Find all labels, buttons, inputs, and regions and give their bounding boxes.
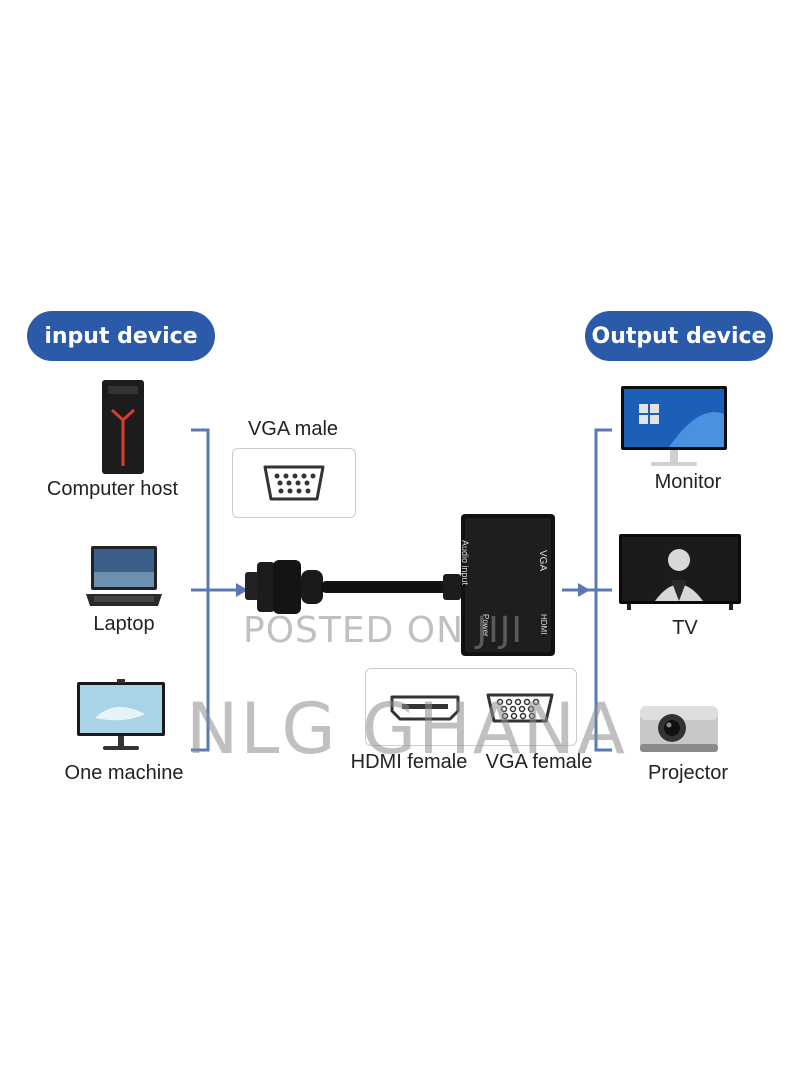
projector-label: Projector <box>647 762 729 784</box>
output-device-header: Output device <box>585 311 773 361</box>
hdmi-port-icon <box>390 695 460 721</box>
monitor-icon <box>619 384 729 475</box>
adapter-vga-label: VGA <box>537 550 548 572</box>
one-machine-label: One machine <box>64 762 184 784</box>
tv-label: TV <box>672 617 698 639</box>
monitor-label: Monitor <box>654 471 722 493</box>
laptop-icon <box>84 544 164 615</box>
adapter-power-label: Power <box>481 614 490 637</box>
hdmi-female-label: HDMI female <box>350 751 468 773</box>
input-device-header: input device <box>27 311 215 361</box>
tv-icon <box>617 532 743 617</box>
projector-icon <box>636 698 722 761</box>
computer-host-icon <box>100 378 146 481</box>
adapter-icon <box>245 510 565 665</box>
computer-host-label: Computer host <box>46 478 179 500</box>
vga-male-port-icon <box>232 448 356 518</box>
adapter-audio-label: Audio input <box>460 540 470 586</box>
vga-female-port-icon <box>486 693 554 723</box>
vga-male-label: VGA male <box>247 418 339 440</box>
adapter-hdmi-label: HDMI <box>539 614 548 635</box>
female-ports-box <box>365 668 577 746</box>
one-machine-icon <box>75 678 167 759</box>
laptop-label: Laptop <box>93 613 155 635</box>
vga-female-label: VGA female <box>485 751 593 773</box>
